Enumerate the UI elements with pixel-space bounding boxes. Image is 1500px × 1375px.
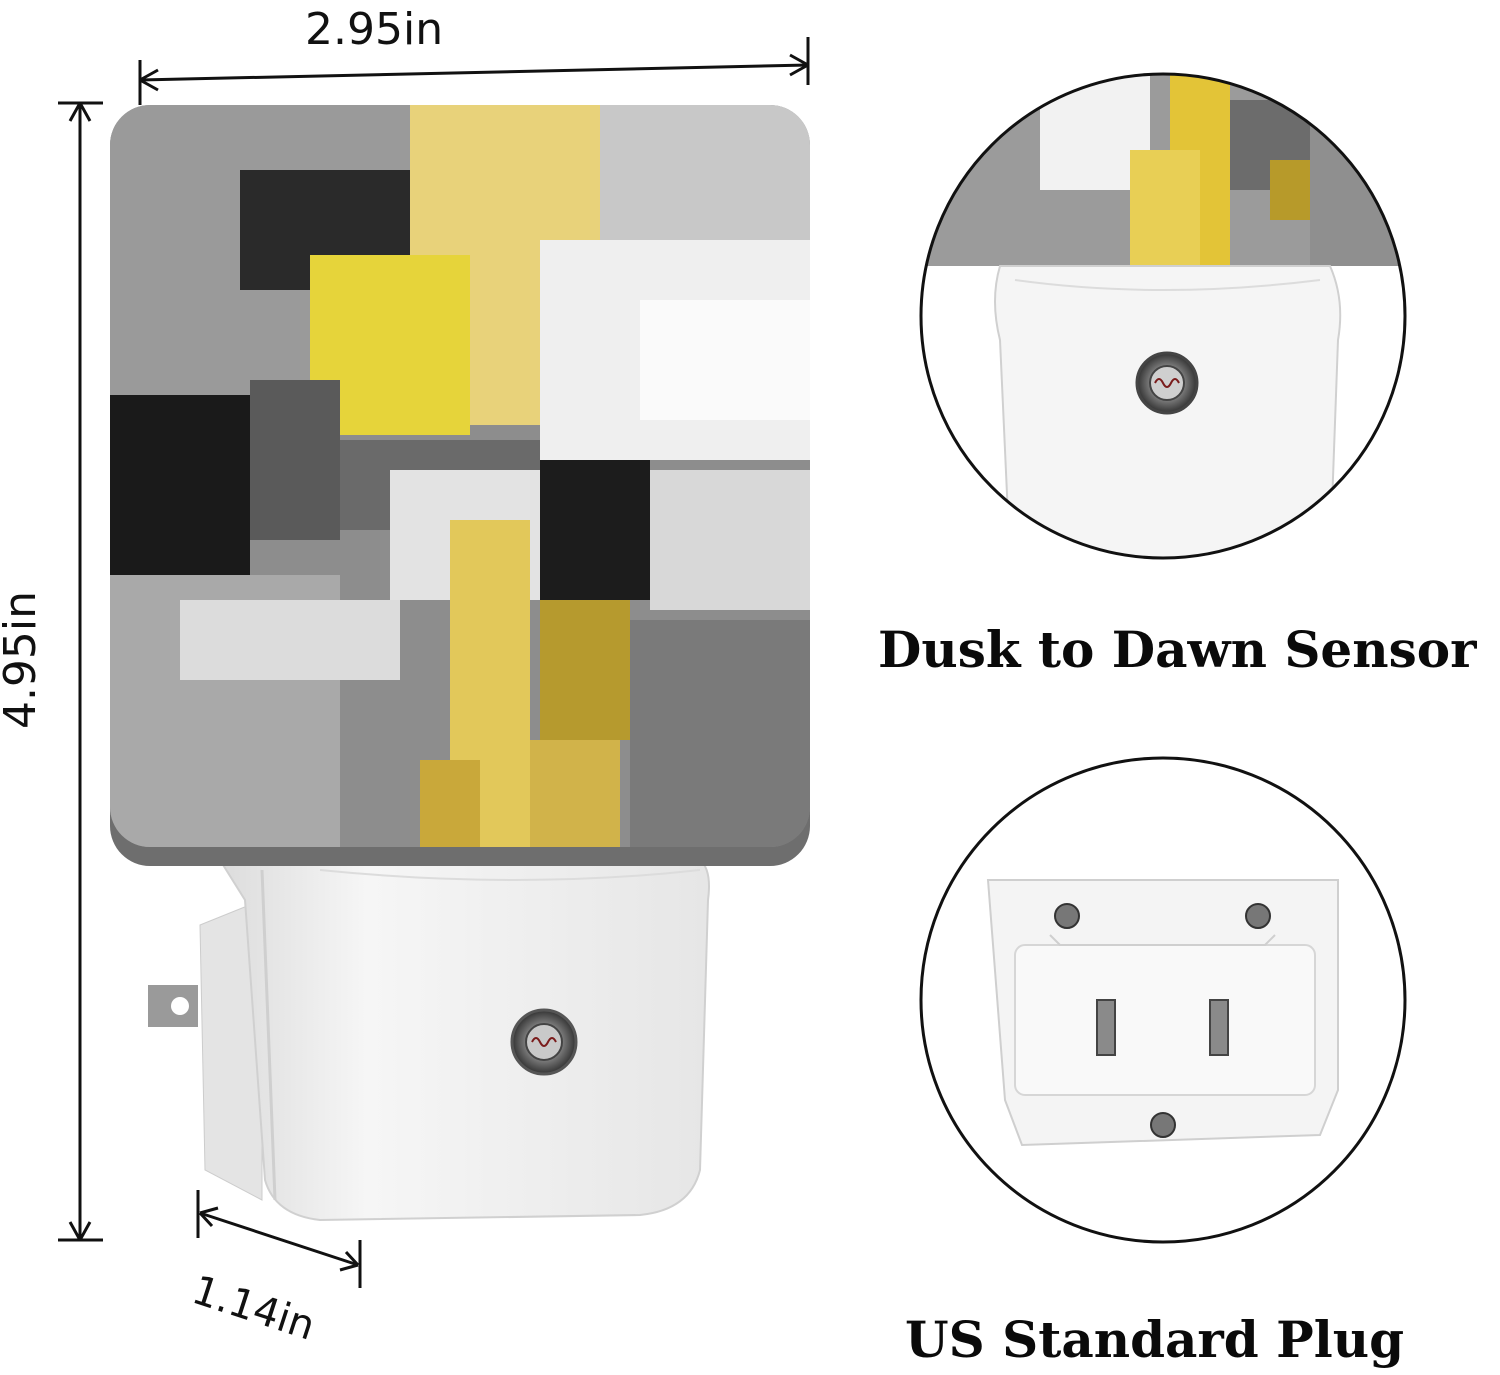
width-dimension-line [138, 37, 810, 105]
light-sensor-icon [510, 1008, 578, 1076]
sensor-feature-label: Dusk to Dawn Sensor [878, 620, 1477, 679]
height-dimension-label: 4.95in [0, 590, 47, 730]
plug-feature-label: US Standard Plug [905, 1310, 1405, 1369]
plug-prong-icon [1096, 999, 1229, 1056]
plug-detail-circle [919, 756, 1407, 1244]
screw-icon [1054, 903, 1271, 1138]
sensor-detail-circle [919, 72, 1407, 560]
sensor-closeup-icon [1135, 351, 1199, 415]
abstract-art-panel [110, 105, 810, 866]
depth-dimension-line [196, 1190, 362, 1288]
height-dimension-line [58, 101, 103, 1242]
night-light-housing [148, 859, 710, 1222]
width-dimension-label: 2.95in [305, 4, 444, 55]
